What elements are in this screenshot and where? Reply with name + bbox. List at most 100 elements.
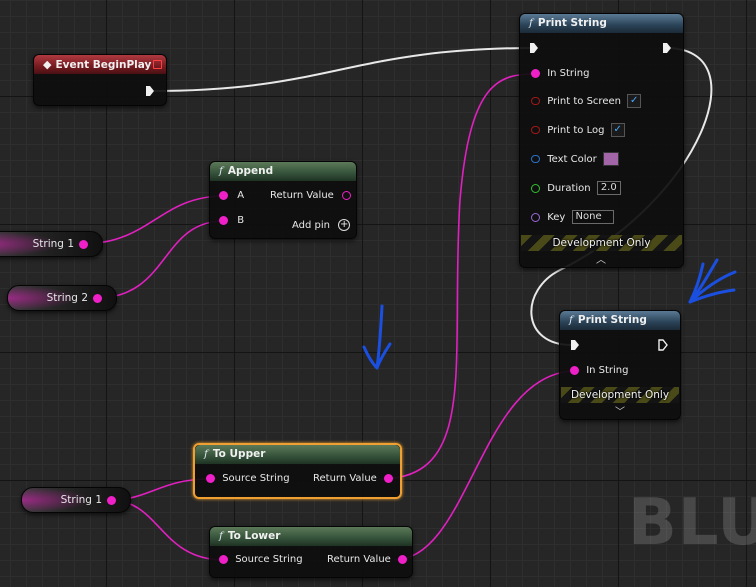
print-string-2-title: Print String [577, 314, 647, 326]
print-1-exec-in-pin[interactable] [529, 42, 539, 56]
development-only-banner-2: Development Only [561, 387, 679, 403]
print-to-screen-pin[interactable]: Print to Screen ✓ [531, 94, 642, 108]
string-pin-icon [570, 365, 579, 375]
append-return-value-pin[interactable]: Return Value [270, 189, 352, 203]
exec-wire-beginplay-to-print [152, 47, 536, 92]
to-lower-source-string-pin[interactable]: Source String [219, 553, 303, 567]
key-label: Key [547, 212, 566, 223]
function-icon: f [219, 165, 223, 177]
append-add-pin-button[interactable]: Add pin + [292, 219, 351, 233]
expand-chevron-icon[interactable]: ﹀ [615, 407, 625, 418]
string-pin-icon [107, 495, 116, 505]
string2-label: String 2 [46, 292, 88, 304]
to-upper-title: To Upper [212, 448, 266, 460]
print-to-log-pin[interactable]: Print to Log ✓ [531, 123, 625, 137]
event-delegate-icon[interactable] [153, 60, 162, 69]
event-diamond-icon: ◆ [43, 58, 52, 71]
development-only-banner-1: Development Only [521, 235, 682, 251]
text-color-swatch[interactable] [602, 152, 619, 166]
add-pin-label: Add pin [292, 220, 331, 231]
bool-pin-icon [531, 97, 540, 105]
string-pin-icon [93, 293, 102, 303]
to-upper-node[interactable]: f To Upper [193, 443, 402, 499]
event-beginplay-title: Event BeginPlay [55, 59, 152, 71]
append-pin-b-label: B [237, 215, 245, 226]
print-2-exec-in-pin[interactable] [570, 339, 580, 353]
string-pin-icon [384, 473, 394, 483]
to-upper-header[interactable]: f To Upper [195, 445, 400, 464]
to-upper-return-value-pin[interactable]: Return Value [313, 472, 394, 486]
text-color-pin[interactable]: Text Color [531, 152, 619, 166]
append-title: Append [227, 165, 274, 177]
function-icon: f [569, 314, 573, 326]
expand-chevron-icon[interactable]: ︿ [596, 255, 606, 266]
string-pin-icon [219, 215, 228, 225]
append-pin-a-label: A [237, 190, 245, 201]
struct-pin-icon [531, 155, 540, 163]
exec-out-icon [658, 339, 668, 351]
add-pin-plus-icon: + [338, 219, 351, 231]
string1-label: String 1 [60, 494, 102, 506]
function-icon: f [204, 448, 208, 460]
print-1-exec-out-pin[interactable] [662, 42, 672, 56]
string-wire-string1-to-a [81, 195, 225, 245]
to-upper-source-string-pin[interactable]: Source String [206, 472, 290, 486]
string-pin-icon [206, 473, 215, 483]
to-lower-return-value-pin[interactable]: Return Value [327, 553, 408, 567]
blueprint-watermark: BLU [628, 486, 756, 560]
exec-out-icon [663, 43, 671, 53]
string-wire-toupper-to-print [379, 73, 537, 480]
append-pin-b[interactable]: B [219, 214, 244, 228]
string-wire-tolower-to-print [393, 370, 577, 561]
to-lower-title: To Lower [227, 530, 281, 542]
exec-in-icon [571, 340, 579, 350]
annotation-arrow-down [362, 304, 392, 370]
print-2-in-string-label: In String [586, 365, 629, 376]
to-lower-source-string-label: Source String [235, 554, 303, 565]
print-1-in-string-pin[interactable]: In String [531, 67, 590, 81]
exec-in-icon [530, 43, 538, 53]
string-pin-icon [219, 190, 228, 200]
print-2-exec-out-pin[interactable] [658, 339, 668, 353]
to-lower-return-value-label: Return Value [327, 554, 391, 565]
print-to-screen-checkbox[interactable]: ✓ [627, 94, 642, 108]
key-input[interactable]: None [571, 210, 614, 224]
string-pin-icon [79, 239, 88, 249]
bool-pin-icon [531, 126, 540, 134]
event-beginplay-header[interactable]: ◆Event BeginPlay [34, 55, 166, 74]
print-to-log-label: Print to Log [547, 125, 605, 136]
function-icon: f [529, 17, 533, 29]
append-header[interactable]: f Append [210, 162, 356, 181]
string-pin-icon [342, 190, 352, 200]
append-pin-a[interactable]: A [219, 189, 244, 203]
duration-label: Duration [547, 183, 591, 194]
print-1-in-string-label: In String [547, 68, 590, 79]
to-lower-header[interactable]: f To Lower [210, 527, 412, 546]
to-upper-source-string-label: Source String [222, 473, 290, 484]
key-pin[interactable]: Key None [531, 210, 614, 224]
print-string-2-header[interactable]: f Print String [560, 311, 680, 330]
beginplay-exec-out-pin[interactable] [145, 85, 155, 99]
duration-pin[interactable]: Duration 2.0 [531, 181, 621, 195]
string2-variable[interactable]: String 2 [7, 285, 117, 311]
function-icon: f [219, 530, 223, 542]
append-return-value-label: Return Value [270, 190, 334, 201]
name-pin-icon [531, 212, 540, 222]
float-pin-icon [531, 183, 540, 193]
string1-label: String 1 [32, 238, 74, 250]
string1-variable-bottom[interactable]: String 1 [21, 487, 131, 513]
print-to-screen-label: Print to Screen [547, 96, 621, 107]
append-node[interactable]: f Append [209, 161, 357, 239]
string-pin-icon [219, 554, 228, 564]
to-lower-node[interactable]: f To Lower [209, 526, 413, 578]
string1-variable-top[interactable]: String 1 [0, 231, 103, 257]
duration-input[interactable]: 2.0 [596, 181, 621, 195]
print-to-log-checkbox[interactable]: ✓ [610, 123, 625, 137]
event-beginplay-node[interactable]: ◆Event BeginPlay [33, 54, 167, 106]
print-2-in-string-pin[interactable]: In String [570, 364, 629, 378]
string-wire-string2-to-b [95, 220, 225, 299]
annotation-arrow-diagonal [688, 258, 737, 304]
string-pin-icon [531, 68, 540, 78]
